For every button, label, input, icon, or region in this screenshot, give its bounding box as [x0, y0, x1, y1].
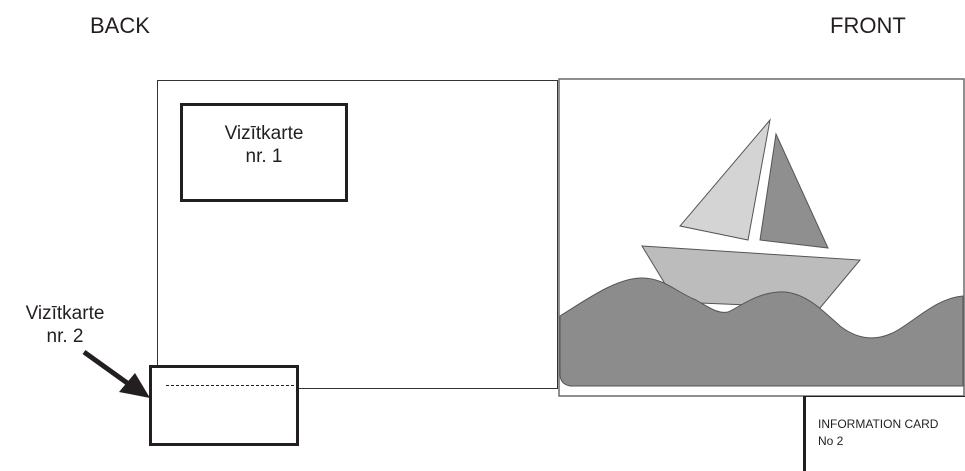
- front-illustration: [558, 78, 965, 397]
- information-card-title: INFORMATION CARD: [818, 417, 938, 432]
- information-card-number: No 2: [818, 434, 843, 449]
- business-card-2-box: [149, 365, 299, 446]
- fold-dashed-line: [166, 385, 299, 386]
